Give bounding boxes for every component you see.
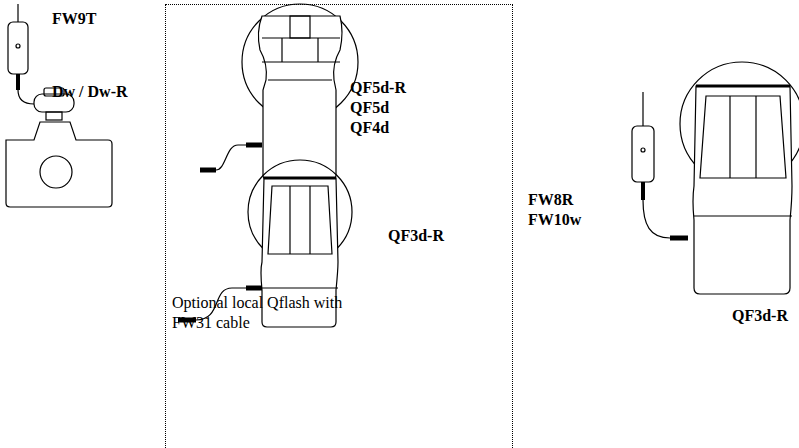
part-name: FW8R — [528, 190, 573, 209]
part-name: QF5d-R — [350, 78, 406, 97]
part-name: Dw / Dw-R — [52, 82, 128, 101]
option-region: Optional local Qflash with FW31 cable — [165, 4, 513, 448]
transmitter-fw9t — [8, 4, 34, 104]
part-name: QF4d — [350, 118, 389, 137]
region-caption: Optional local Qflash with FW31 cable — [172, 293, 372, 333]
part-name: FW10w — [528, 210, 581, 229]
qflash-qf3d-r — [680, 62, 799, 294]
part-name: FW9T — [52, 9, 96, 28]
camera-body — [6, 122, 112, 207]
qflash-qf5d — [242, 4, 358, 180]
part-name: QF3d-R — [732, 306, 788, 325]
fw31-cable — [200, 145, 262, 170]
part-name: QF3d-R — [388, 226, 444, 245]
part-name: QF5d — [350, 98, 389, 117]
receiver-fw8r — [632, 92, 688, 238]
